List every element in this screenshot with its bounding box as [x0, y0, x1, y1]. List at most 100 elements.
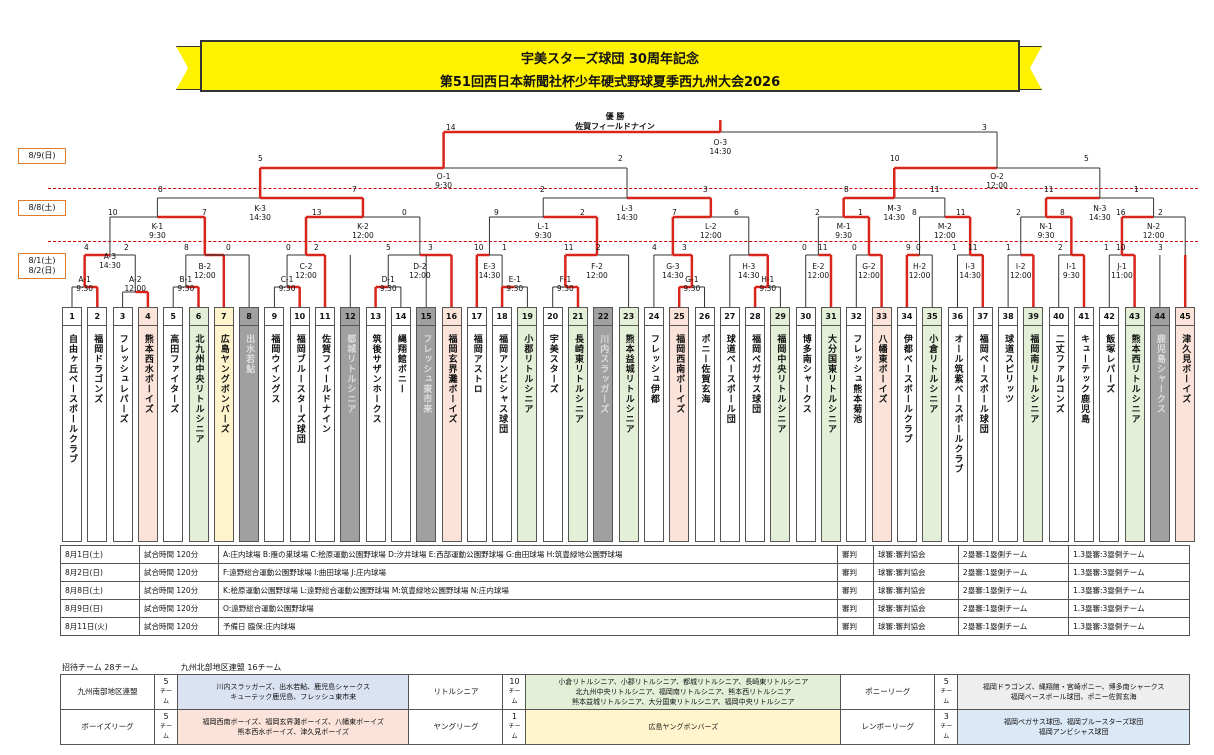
match-score: 7 [672, 208, 677, 217]
match-score: 4 [84, 243, 89, 252]
match-label: O-1 9:30 [435, 172, 453, 190]
match-score: 2 [618, 154, 623, 163]
team-name: 出水若鮎 [244, 334, 255, 374]
team-name: オール筑紫ベースボールクラブ [952, 334, 963, 474]
league-name: レンボーリーグ [840, 709, 936, 745]
schedule-base: 2塁審:1塁側チーム [958, 617, 1070, 636]
match-label: K-3 14:30 [249, 204, 271, 222]
match-score: 1 [1134, 185, 1139, 194]
match-label: N-1 9:30 [1037, 222, 1055, 240]
team-number: 29 [771, 308, 790, 326]
match-score: 2 [1058, 243, 1063, 252]
schedule-date: 8月8日(土) [60, 581, 140, 600]
team-name: 熊本益城リトルシニア [623, 334, 634, 434]
title-line1: 宇美スターズ球団 30周年記念 [521, 52, 699, 67]
match-label: L-1 9:30 [534, 222, 552, 240]
invite-count: 招待チーム 28チーム [62, 663, 139, 672]
team-name: 福岡ドラゴンズ [92, 334, 103, 404]
match-label: B-1 9:30 [177, 275, 195, 293]
match-score: 9 [906, 243, 911, 252]
team-number: 31 [822, 308, 840, 326]
match-score: 1 [1006, 243, 1011, 252]
team-name: 福岡玄界灘ボーイズ [446, 334, 457, 424]
match-label: D-2 12:00 [409, 262, 431, 280]
team-name: 福岡中央リトルシニア [775, 334, 786, 434]
match-score: 1 [1104, 243, 1109, 252]
match-score: 8 [184, 243, 189, 252]
match-score: 9 [494, 208, 499, 217]
match-label: O-3 14:30 [709, 138, 732, 156]
team-number: 40 [1049, 308, 1068, 326]
team-name: 小倉リトルシニア [927, 334, 938, 414]
match-label: E-1 9:30 [506, 275, 524, 293]
league-teams: 福岡ドラゴンズ、縄翔館・宮崎ポニー、博多南シャークス 福岡ベースボール球団、ポニ… [957, 674, 1190, 710]
team-number: 20 [543, 308, 562, 326]
team-name: 福岡西南ボーイズ [674, 334, 685, 414]
team-name: 津久見ボーイズ [1180, 334, 1191, 404]
schedule-venues: 予備日 臨保:庄内球場 [218, 617, 838, 636]
footer-heading: 招待チーム 28チーム 九州北部地区連盟 16チーム [62, 662, 281, 673]
match-score: 0 [286, 243, 291, 252]
match-score: 3 [682, 243, 687, 252]
match-score: 8 [844, 185, 849, 194]
match-score: 0 [802, 243, 807, 252]
date-label-final: 8/9(日) [18, 148, 66, 164]
schedule-umpire: 審判 [837, 563, 875, 582]
schedule-base3: 1.3塁審:3塁側チーム [1068, 599, 1190, 618]
match-score: 2 [540, 185, 545, 194]
league-count-unit: チーム [159, 723, 172, 740]
team-number: 12 [341, 308, 360, 326]
match-score: 5 [386, 243, 391, 252]
match-score: 11 [564, 243, 574, 252]
title-banner: 宇美スターズ球団 30周年記念 第51回西日本新聞社杯少年硬式野球夏季西九州大会… [200, 40, 1020, 92]
team-name: 広島ヤングボンバーズ [218, 334, 229, 434]
team-name: 福岡アンビシャス球団 [497, 334, 508, 434]
day-divider-line [48, 188, 1198, 189]
team-number: 42 [1100, 308, 1119, 326]
date-text: 8/8(土) [28, 203, 56, 212]
match-score: 3 [703, 185, 708, 194]
date-label-round1: 8/1(土) 8/2(日) [18, 253, 66, 279]
team-name: 福岡ウイングス [269, 334, 280, 404]
team-number: 24 [644, 308, 663, 326]
league-count-unit: チーム [508, 688, 521, 705]
match-label: H-2 12:00 [908, 262, 931, 280]
schedule-base3: 1.3塁審:3塁側チーム [1068, 617, 1190, 636]
date-text: 8/1(土) 8/2(日) [28, 256, 56, 275]
match-score: 0 [402, 208, 407, 217]
match-label: C-2 12:00 [295, 262, 317, 280]
league-name: リトルシニア [408, 674, 504, 710]
team-name: 高田ファイターズ [168, 334, 179, 414]
team-number: 19 [518, 308, 537, 326]
north-count: 九州北部地区連盟 16チーム [180, 663, 282, 672]
schedule-base3: 1.3塁審:3塁側チーム [1068, 545, 1190, 564]
team-number: 15 [417, 308, 436, 326]
match-label: F-2 12:00 [586, 262, 608, 280]
team-number: 16 [442, 308, 461, 326]
match-label: C-1 9:30 [278, 275, 296, 293]
team-number: 10 [290, 308, 309, 326]
league-teams: 広島ヤングボンバーズ [525, 709, 842, 745]
team-name: 飯塚レパーズ [1104, 334, 1115, 394]
match-score: 8 [1060, 208, 1065, 217]
team-number: 41 [1075, 308, 1093, 326]
match-label: M-2 12:00 [934, 222, 956, 240]
team-number: 17 [467, 308, 486, 326]
match-score: 1 [858, 208, 863, 217]
schedule-base: 2塁審:1塁側チーム [958, 581, 1070, 600]
team-number: 36 [948, 308, 967, 326]
